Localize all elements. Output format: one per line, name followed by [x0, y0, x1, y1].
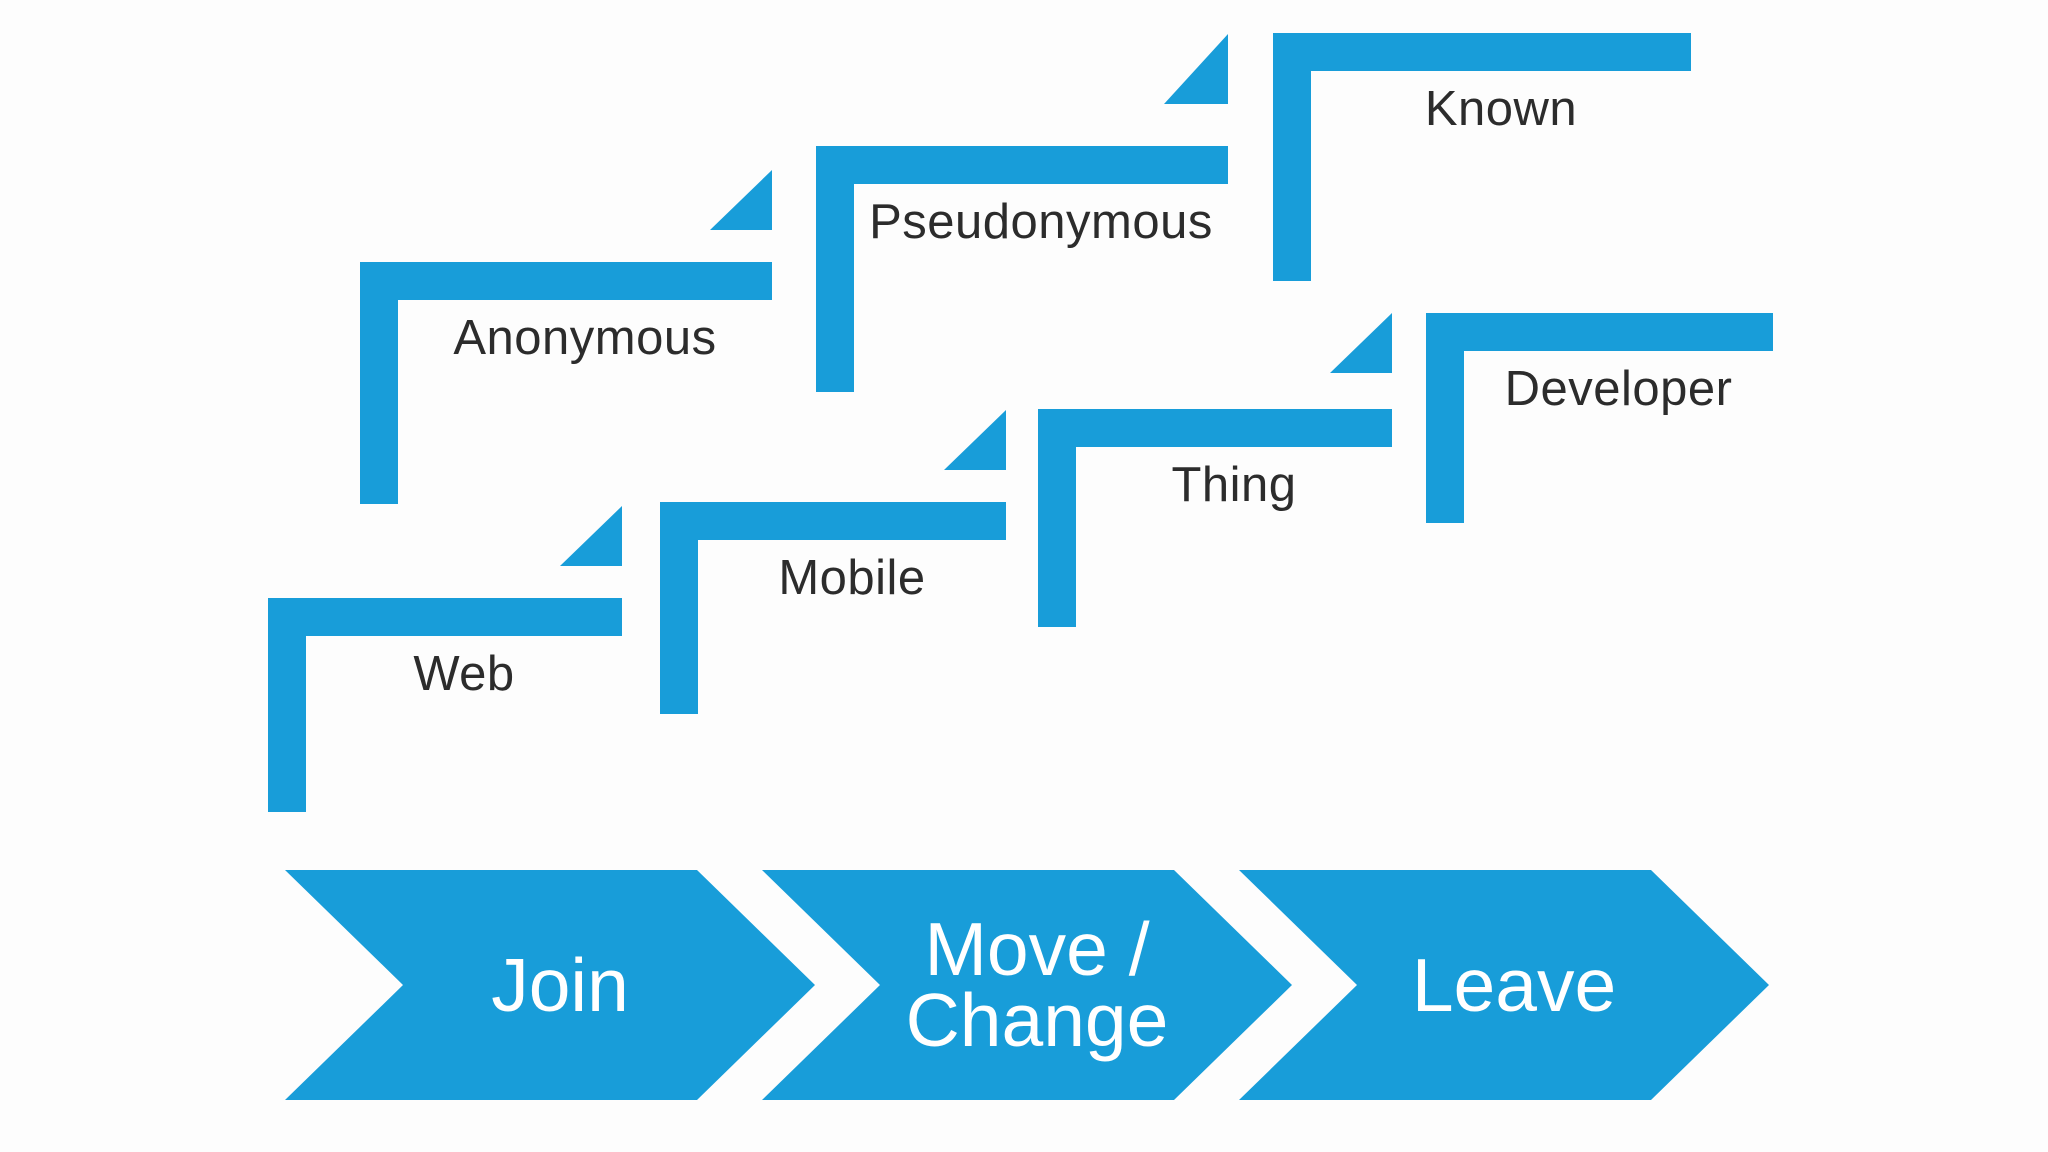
bracket-top-bar	[360, 262, 772, 300]
corner-fold-icon	[560, 506, 622, 566]
stage-mobile: Mobile	[660, 410, 1006, 714]
flow-arrow-label: Join	[491, 942, 629, 1027]
bracket-left-bar	[1273, 33, 1311, 281]
stage-label-thing: Thing	[1171, 458, 1297, 512]
stage-label-pseudonymous: Pseudonymous	[869, 195, 1213, 249]
bracket-left-bar	[816, 146, 854, 392]
bracket-top-bar	[1038, 409, 1392, 447]
stage-thing: Thing	[1038, 313, 1392, 627]
stage-label-developer: Developer	[1504, 362, 1733, 416]
corner-fold-icon	[1164, 34, 1228, 104]
bracket-top-bar	[1273, 33, 1691, 71]
chevron-arrow-shape: Move / Change	[762, 870, 1292, 1100]
bracket-left-bar	[268, 598, 306, 812]
bracket-top-bar	[1426, 313, 1773, 351]
stage-web: Web	[268, 506, 622, 812]
stage-pseudonymous: Pseudonymous	[816, 34, 1228, 392]
bracket-left-bar	[660, 502, 698, 714]
stage-anonymous: Anonymous	[360, 170, 772, 504]
stage-known: Known	[1273, 33, 1691, 281]
chevron-arrow-shape: Join	[285, 870, 815, 1100]
flow-arrow-join: Join	[285, 870, 815, 1100]
corner-fold-icon	[1330, 313, 1392, 373]
bracket-top-bar	[660, 502, 1006, 540]
flow-arrow-move-change: Move / Change	[762, 870, 1292, 1100]
bracket-left-bar	[1426, 313, 1464, 523]
corner-fold-icon	[944, 410, 1006, 470]
stage-label-web: Web	[413, 647, 515, 701]
flow-arrow-label: Move / Change	[905, 907, 1169, 1062]
corner-fold-icon	[710, 170, 772, 230]
chevron-arrow-shape: Leave	[1239, 870, 1769, 1100]
flow-arrow-label: Leave	[1411, 942, 1617, 1027]
bracket-left-bar	[1038, 409, 1076, 627]
stage-label-known: Known	[1424, 82, 1578, 136]
stage-developer: Developer	[1426, 313, 1773, 523]
flow-arrow-leave: Leave	[1239, 870, 1769, 1100]
bracket-top-bar	[268, 598, 622, 636]
bracket-top-bar	[816, 146, 1228, 184]
bracket-left-bar	[360, 262, 398, 504]
stage-label-anonymous: Anonymous	[453, 311, 717, 365]
stage-label-mobile: Mobile	[778, 551, 926, 605]
lifecycle-flow-arrows: Join Move / Change Leave	[285, 870, 1769, 1100]
